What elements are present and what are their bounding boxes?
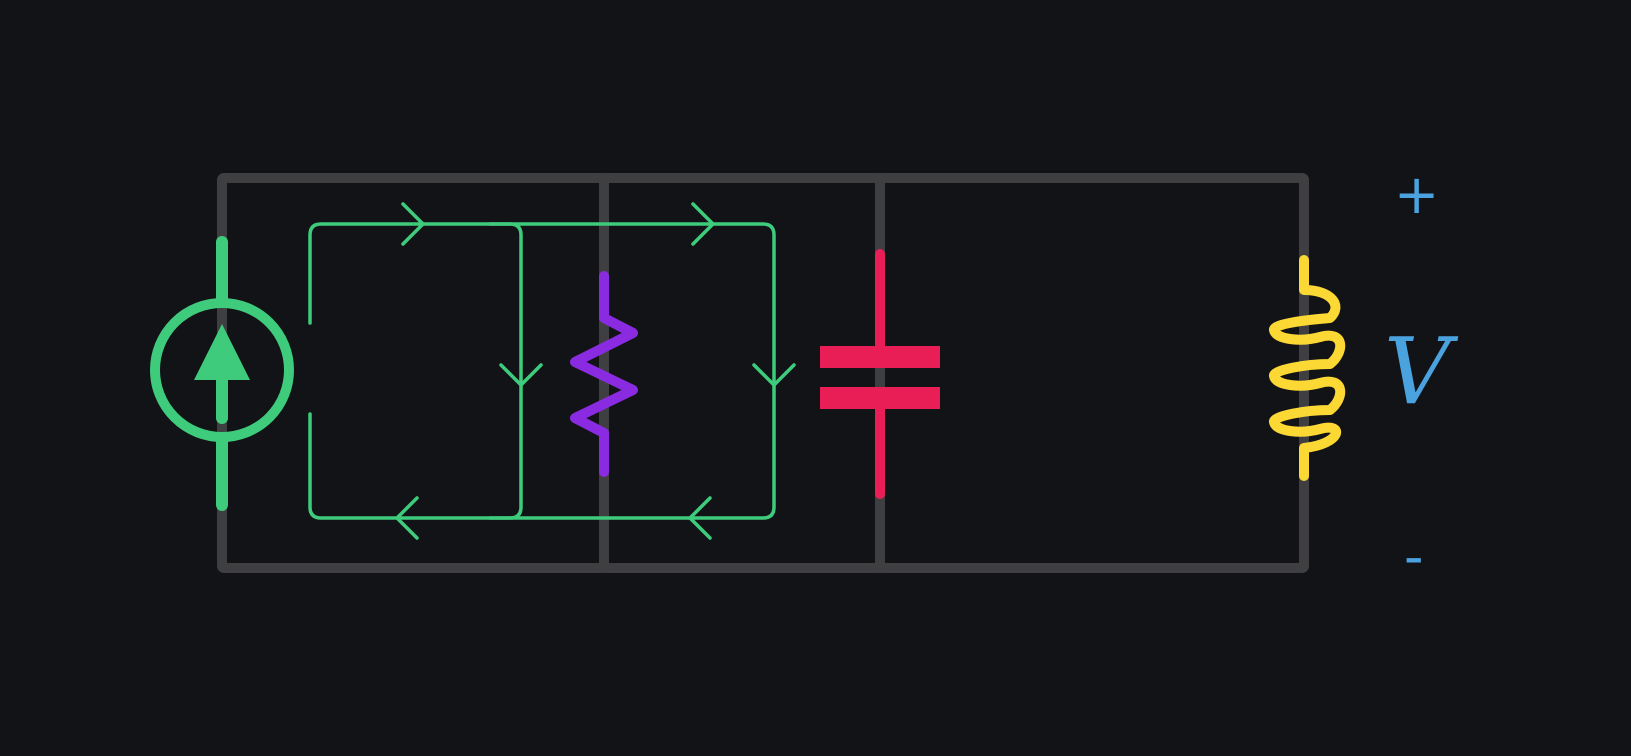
current-flow-loops	[308, 202, 796, 540]
voltage-plus-label: +	[1394, 163, 1440, 226]
inductor-coil	[1269, 255, 1346, 481]
outer-flow-loop	[488, 222, 776, 520]
current-source-circle	[150, 298, 294, 442]
inductor	[1269, 255, 1346, 481]
capacitor-plate-top	[820, 346, 940, 368]
voltage-minus-label: -	[1404, 525, 1424, 588]
current-source-arrow-icon	[194, 324, 250, 380]
voltage-label: V	[1384, 318, 1451, 425]
inner-flow-loop	[308, 222, 523, 520]
capacitor-plate-bottom	[820, 387, 940, 409]
current-source	[150, 236, 294, 511]
resistor	[570, 271, 638, 477]
capacitor	[820, 249, 940, 499]
